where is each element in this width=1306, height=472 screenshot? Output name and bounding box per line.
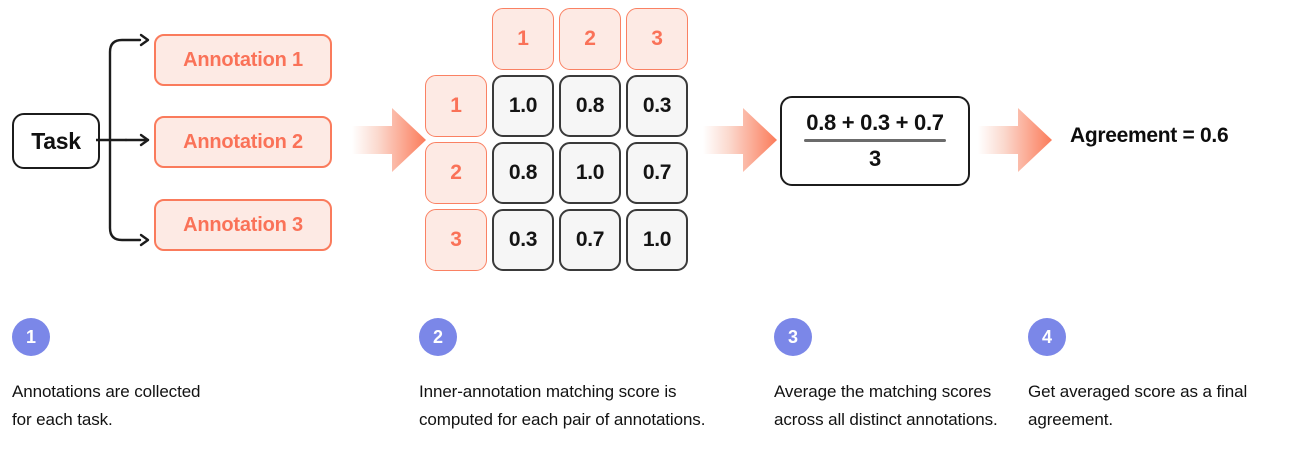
step-badge: 3 xyxy=(774,318,812,356)
step-badge: 2 xyxy=(419,318,457,356)
arrow-formula-to-result-icon xyxy=(978,108,1052,172)
step-description: Inner-annotation matching score is compu… xyxy=(419,382,706,429)
annotation-label: Annotation 2 xyxy=(183,130,303,153)
step-1: 1 Annotations are collected for each tas… xyxy=(12,318,212,434)
matrix-row: 3 0.3 0.7 1.0 xyxy=(425,209,693,276)
task-label: Task xyxy=(31,127,81,154)
matrix-header-row: 1 2 3 xyxy=(425,8,693,75)
step-2: 2 Inner-annotation matching score is com… xyxy=(419,318,709,434)
annotation-node-2: Annotation 2 xyxy=(154,116,332,168)
fraction-bar xyxy=(804,139,946,142)
step-4: 4 Get averaged score as a final agreemen… xyxy=(1028,318,1268,434)
matrix-col-header-3: 3 xyxy=(626,8,688,70)
step-description: Annotations are collected for each task. xyxy=(12,382,201,429)
matrix-cell: 1.0 xyxy=(559,142,621,204)
step-3: 3 Average the matching scores across all… xyxy=(774,318,1024,434)
matrix-cell: 1.0 xyxy=(492,75,554,137)
matrix-cell: 0.7 xyxy=(559,209,621,271)
matrix-cell: 1.0 xyxy=(626,209,688,271)
matrix-row-header-3: 3 xyxy=(425,209,487,271)
matrix-row-header-2: 2 xyxy=(425,142,487,204)
arrow-matrix-to-formula-icon xyxy=(703,108,777,172)
annotation-node-3: Annotation 3 xyxy=(154,199,332,251)
step-badge: 4 xyxy=(1028,318,1066,356)
matrix-col-header-1: 1 xyxy=(492,8,554,70)
branch-connector xyxy=(96,33,150,247)
matrix-cell: 0.3 xyxy=(626,75,688,137)
matrix-cell: 0.3 xyxy=(492,209,554,271)
matrix-row-header-1: 1 xyxy=(425,75,487,137)
step-description: Get averaged score as a final agreement. xyxy=(1028,382,1248,429)
matrix-corner-cell xyxy=(425,8,487,70)
arrow-task-to-matrix-icon xyxy=(352,108,426,172)
formula-denominator: 3 xyxy=(869,145,881,171)
annotation-node-1: Annotation 1 xyxy=(154,34,332,86)
average-formula-box: 0.8 + 0.3 + 0.7 3 xyxy=(780,96,970,186)
matrix-cell: 0.7 xyxy=(626,142,688,204)
formula-numerator: 0.8 + 0.3 + 0.7 xyxy=(806,110,944,136)
task-node: Task xyxy=(12,113,100,169)
annotation-label: Annotation 1 xyxy=(183,48,303,71)
matrix-cell: 0.8 xyxy=(559,75,621,137)
matrix-row: 2 0.8 1.0 0.7 xyxy=(425,142,693,209)
similarity-matrix: 1 2 3 1 1.0 0.8 0.3 2 0.8 1.0 0.7 3 0.3 … xyxy=(425,8,693,276)
matrix-row: 1 1.0 0.8 0.3 xyxy=(425,75,693,142)
agreement-result: Agreement = 0.6 xyxy=(1070,124,1229,147)
matrix-col-header-2: 2 xyxy=(559,8,621,70)
step-description: Average the matching scores across all d… xyxy=(774,382,998,429)
annotation-label: Annotation 3 xyxy=(183,213,303,236)
matrix-cell: 0.8 xyxy=(492,142,554,204)
step-badge: 1 xyxy=(12,318,50,356)
